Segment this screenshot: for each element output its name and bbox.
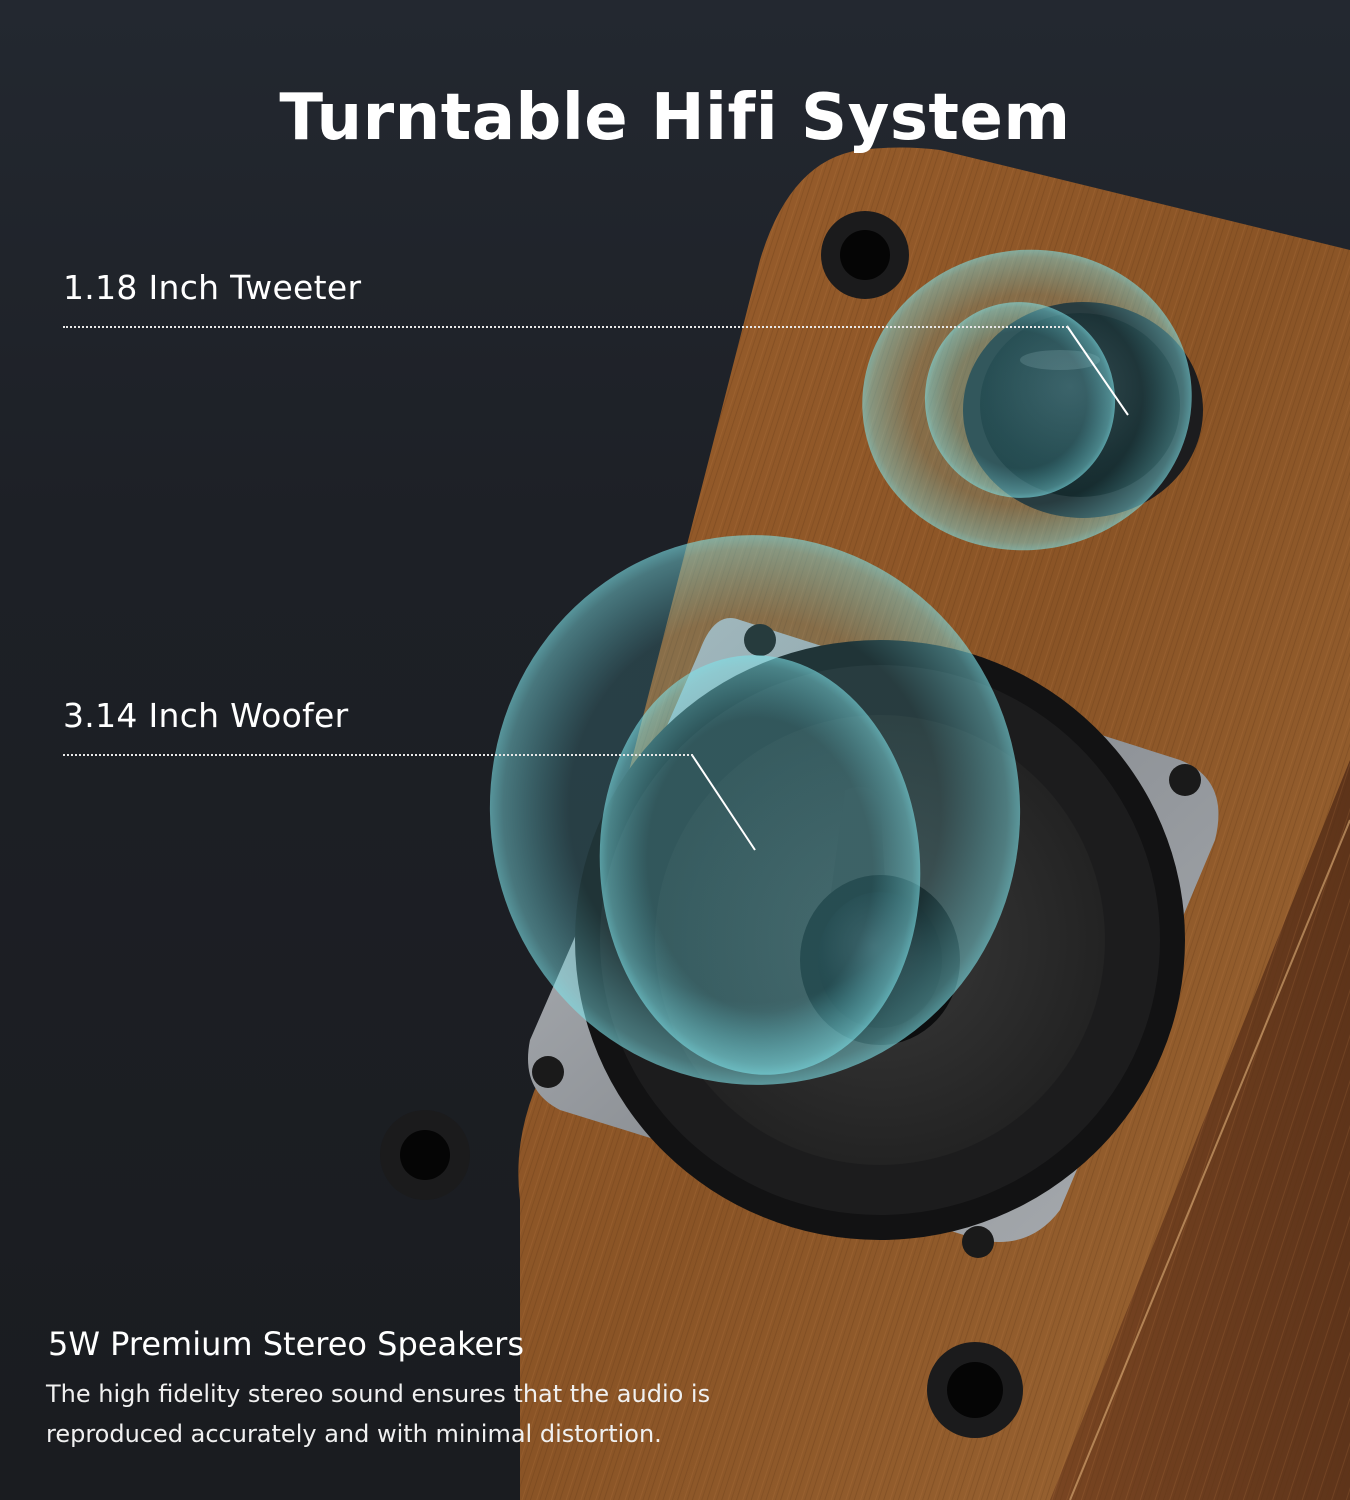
tweeter-callout-label: 1.18 Inch Tweeter (63, 268, 362, 307)
woofer-leader-line (63, 754, 693, 756)
woofer-callout-label: 3.14 Inch Woofer (63, 696, 349, 735)
rubber-foot-icon (821, 211, 909, 299)
feature-title: 5W Premium Stereo Speakers (48, 1325, 524, 1363)
feature-description: The high fidelity stereo sound ensures t… (46, 1374, 846, 1454)
feature-description-line-1: The high fidelity stereo sound ensures t… (46, 1380, 711, 1408)
woofer-wave-rings (489, 535, 1021, 1085)
rubber-foot-icon (380, 1110, 470, 1200)
tweeter-leader-tail (1066, 325, 1129, 416)
tweeter-wave-rings (862, 249, 1192, 551)
woofer-leader-tail (691, 754, 756, 851)
rubber-foot-icon (927, 1342, 1023, 1438)
tweeter-leader-line (63, 326, 1068, 328)
feature-description-line-2: reproduced accurately and with minimal d… (46, 1420, 662, 1448)
page-title: Turntable Hifi System (279, 80, 1071, 155)
